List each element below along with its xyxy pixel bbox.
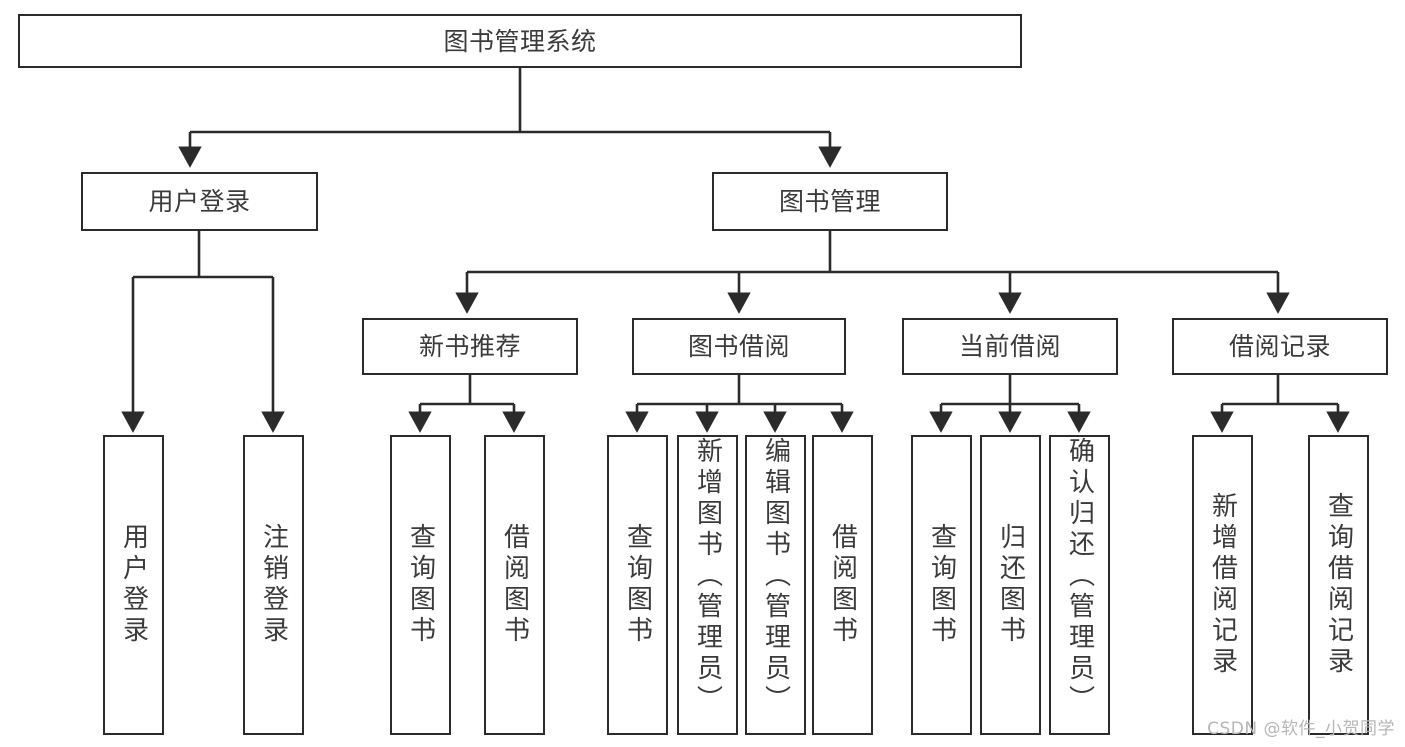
node-leaf-query-record-label: 查询借阅记录	[1323, 492, 1354, 678]
node-leaf-add-record-label: 新增借阅记录	[1207, 492, 1238, 678]
node-leaf-borrow-book-2-label: 借阅图书	[827, 523, 858, 647]
node-leaf-borrow-book-1-label: 借阅图书	[499, 523, 530, 647]
node-root-label: 图书管理系统	[443, 26, 597, 56]
node-book-manage-label: 图书管理	[778, 187, 881, 216]
node-book-borrow[interactable]: 图书借阅	[632, 318, 846, 375]
node-leaf-edit-book-label: 编辑图书（管理员）	[760, 437, 791, 716]
watermark: CSDN @软件_小贺同学	[1207, 719, 1395, 739]
node-leaf-return-book-label: 归还图书	[995, 523, 1026, 647]
connectors-book-manage	[455, 231, 1290, 314]
node-leaf-query-book-1[interactable]: 查询图书	[390, 435, 451, 735]
node-leaf-add-record[interactable]: 新增借阅记录	[1192, 435, 1253, 735]
node-borrow-record[interactable]: 借阅记录	[1172, 318, 1388, 375]
node-leaf-query-record[interactable]: 查询借阅记录	[1308, 435, 1369, 735]
node-leaf-query-book-3-label: 查询图书	[926, 523, 957, 647]
connectors-book-borrow	[625, 375, 854, 433]
node-leaf-confirm-return-label: 确认归还（管理员）	[1064, 437, 1095, 716]
node-leaf-query-book-2[interactable]: 查询图书	[607, 435, 668, 735]
connectors-new-book	[408, 375, 526, 433]
node-book-manage[interactable]: 图书管理	[712, 172, 948, 231]
node-leaf-add-book-label: 新增图书（管理员）	[692, 437, 723, 716]
node-root[interactable]: 图书管理系统	[18, 14, 1022, 68]
node-leaf-user-logout-label: 注销登录	[258, 523, 289, 647]
node-borrow-record-label: 借阅记录	[1228, 332, 1331, 361]
node-leaf-user-logout[interactable]: 注销登录	[243, 435, 304, 735]
connectors-root	[178, 68, 842, 168]
node-new-book-recommend[interactable]: 新书推荐	[362, 318, 578, 375]
node-leaf-user-login-label: 用户登录	[118, 523, 149, 647]
node-user-login[interactable]: 用户登录	[81, 172, 318, 231]
node-leaf-user-login[interactable]: 用户登录	[103, 435, 164, 735]
node-book-borrow-label: 图书借阅	[687, 332, 790, 361]
node-current-borrow[interactable]: 当前借阅	[902, 318, 1118, 375]
node-leaf-borrow-book-1[interactable]: 借阅图书	[484, 435, 545, 735]
node-current-borrow-label: 当前借阅	[958, 332, 1061, 361]
connectors-borrow-record	[1210, 375, 1350, 433]
node-leaf-query-book-3[interactable]: 查询图书	[911, 435, 972, 735]
node-leaf-add-book[interactable]: 新增图书（管理员）	[677, 435, 738, 735]
node-leaf-edit-book[interactable]: 编辑图书（管理员）	[745, 435, 806, 735]
connectors-user-login	[121, 231, 285, 433]
node-leaf-borrow-book-2[interactable]: 借阅图书	[812, 435, 873, 735]
node-new-book-recommend-label: 新书推荐	[418, 332, 521, 361]
node-leaf-confirm-return[interactable]: 确认归还（管理员）	[1049, 435, 1110, 735]
node-leaf-query-book-1-label: 查询图书	[405, 523, 436, 647]
node-leaf-return-book[interactable]: 归还图书	[980, 435, 1041, 735]
connectors-current-borrow	[929, 375, 1091, 433]
node-user-login-label: 用户登录	[148, 187, 251, 216]
node-leaf-query-book-2-label: 查询图书	[622, 523, 653, 647]
